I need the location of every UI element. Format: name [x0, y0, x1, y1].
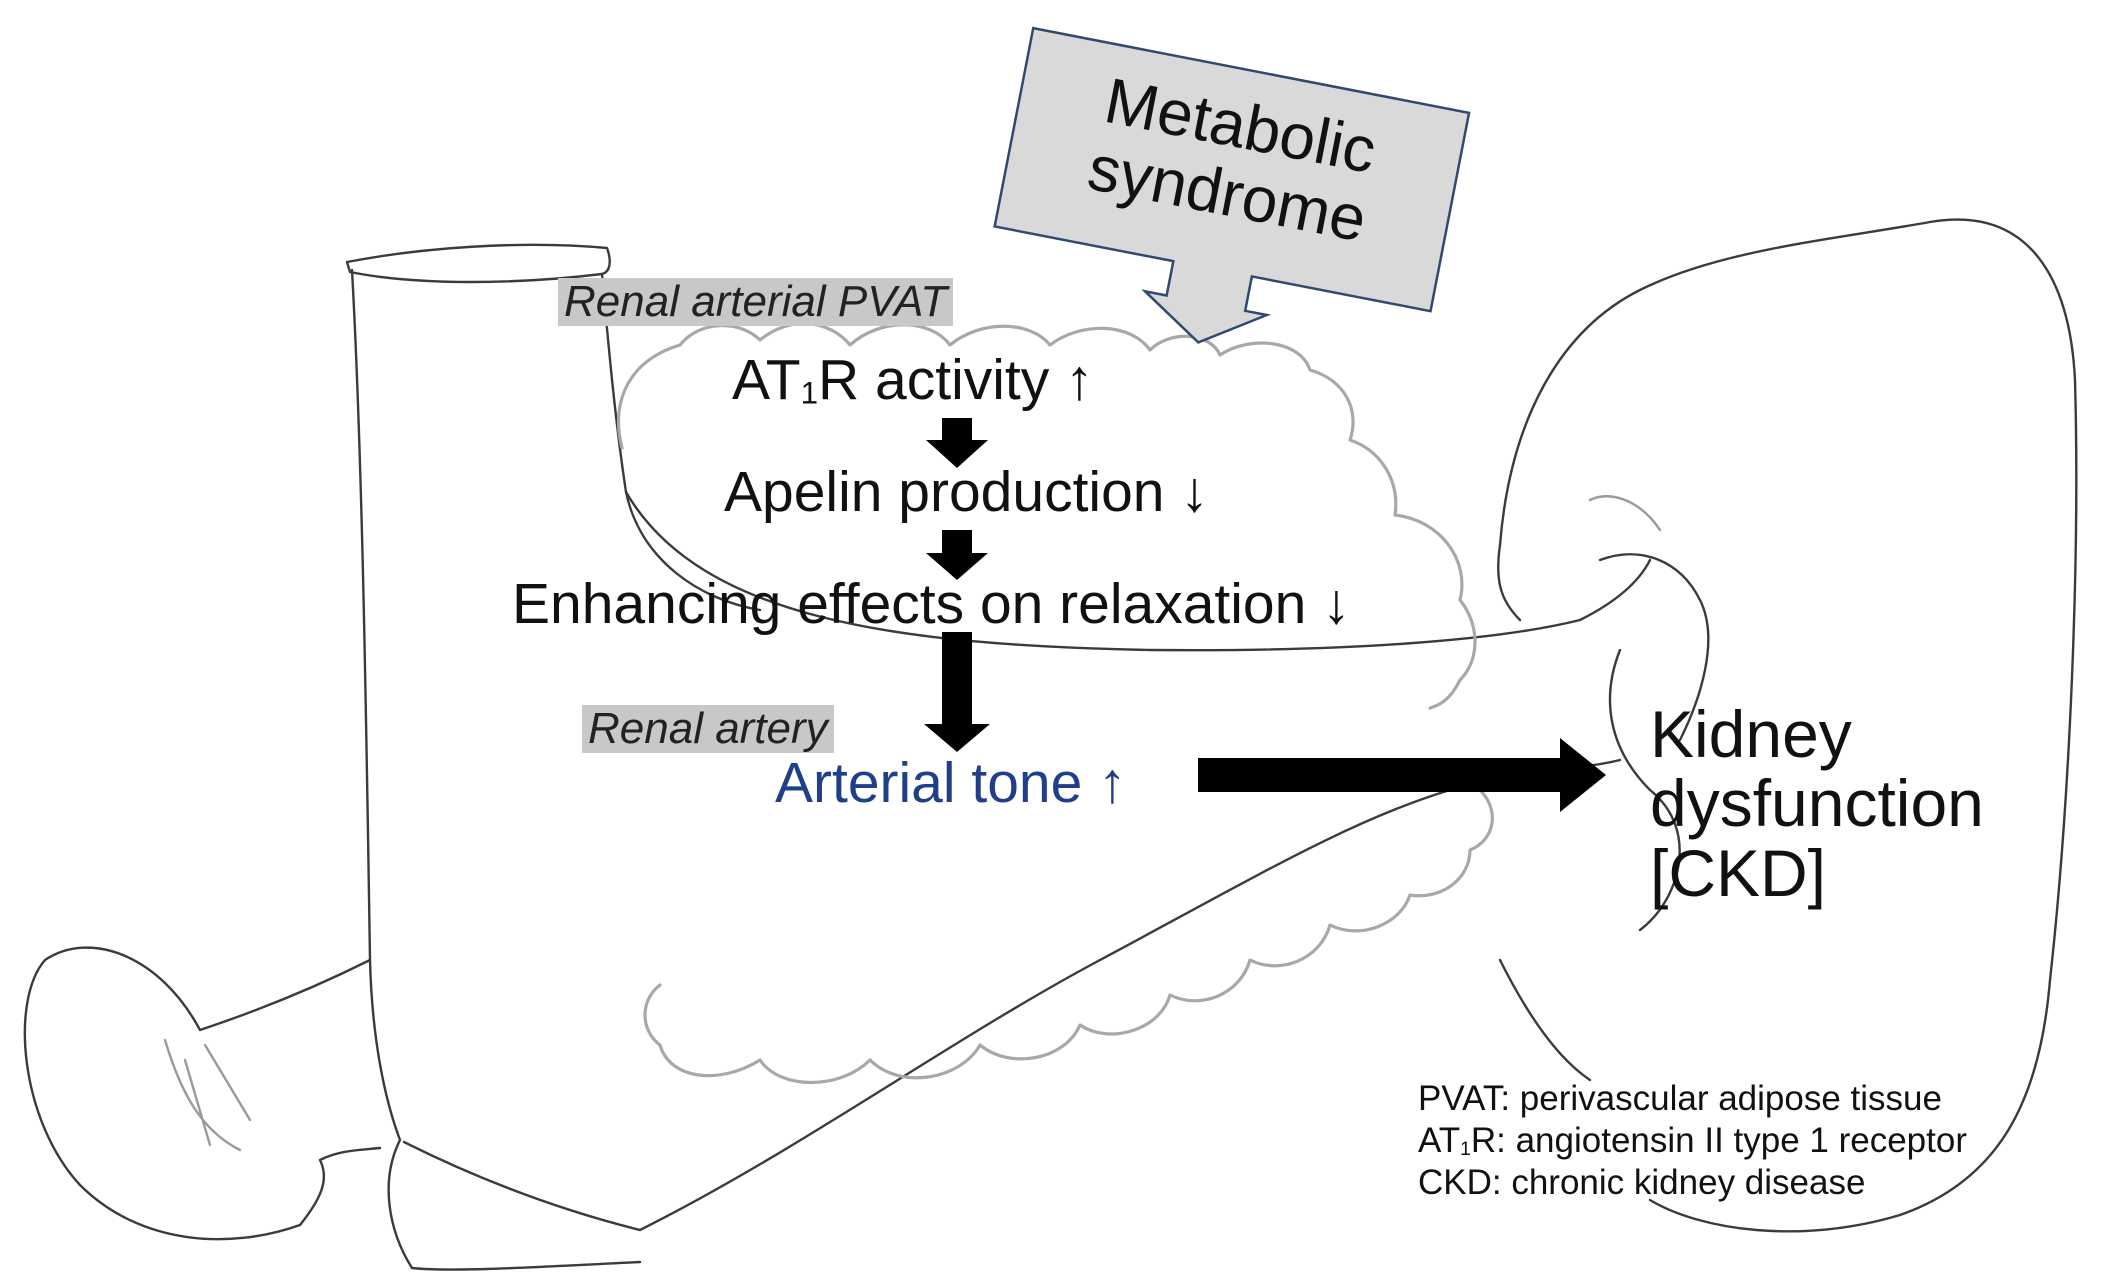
arrow-down-3 [924, 632, 990, 752]
legend-at1r-prefix: AT [1418, 1121, 1461, 1160]
step-at1r-sub: 1 [800, 375, 819, 411]
step-at1r-prefix: AT [732, 348, 801, 412]
pvat-tag: Renal arterial PVAT [558, 278, 954, 326]
step-at1r-suffix: R activity ↑ [818, 348, 1094, 412]
abbreviation-legend: PVAT: perivascular adipose tissue AT1R: … [1418, 1078, 1967, 1204]
kidney-dysfunction-label: Kidney dysfunction [CKD] [1650, 697, 1984, 910]
legend-ckd: CKD: chronic kidney disease [1418, 1163, 1866, 1202]
legend-pvat: PVAT: perivascular adipose tissue [1418, 1079, 1942, 1118]
kidney-line-3: [CKD] [1650, 835, 1827, 910]
metabolic-syndrome-callout: Metabolic syndrome [972, 19, 1479, 391]
arrow-down-1 [926, 418, 988, 468]
right-kidney-sketch [1497, 218, 2078, 1233]
pvat-cloud-lower [643, 788, 1494, 1085]
step-relaxation-effects: Enhancing effects on relaxation ↓ [512, 572, 1351, 636]
left-kidney-sketch [23, 946, 382, 1241]
callout-shape [993, 26, 1471, 344]
kidney-line-2: dysfunction [1650, 766, 1984, 841]
pvat-cloud-upper [617, 321, 1477, 710]
kidney-line-1: Kidney [1650, 697, 1852, 771]
arrow-down-2 [926, 530, 988, 580]
legend-at1r-suffix: R: angiotensin II type 1 receptor [1470, 1121, 1967, 1160]
legend-at1r-sub: 1 [1460, 1138, 1471, 1160]
arrow-right-tone [1198, 738, 1606, 812]
step-at1r-activity: AT1R activity ↑ [732, 352, 1094, 409]
step-apelin-production: Apelin production ↓ [724, 460, 1209, 524]
legend-at1r: AT1R: angiotensin II type 1 receptor [1418, 1120, 1967, 1162]
renal-artery-tag: Renal artery [582, 705, 834, 753]
step-arterial-tone: Arterial tone ↑ [775, 751, 1127, 815]
